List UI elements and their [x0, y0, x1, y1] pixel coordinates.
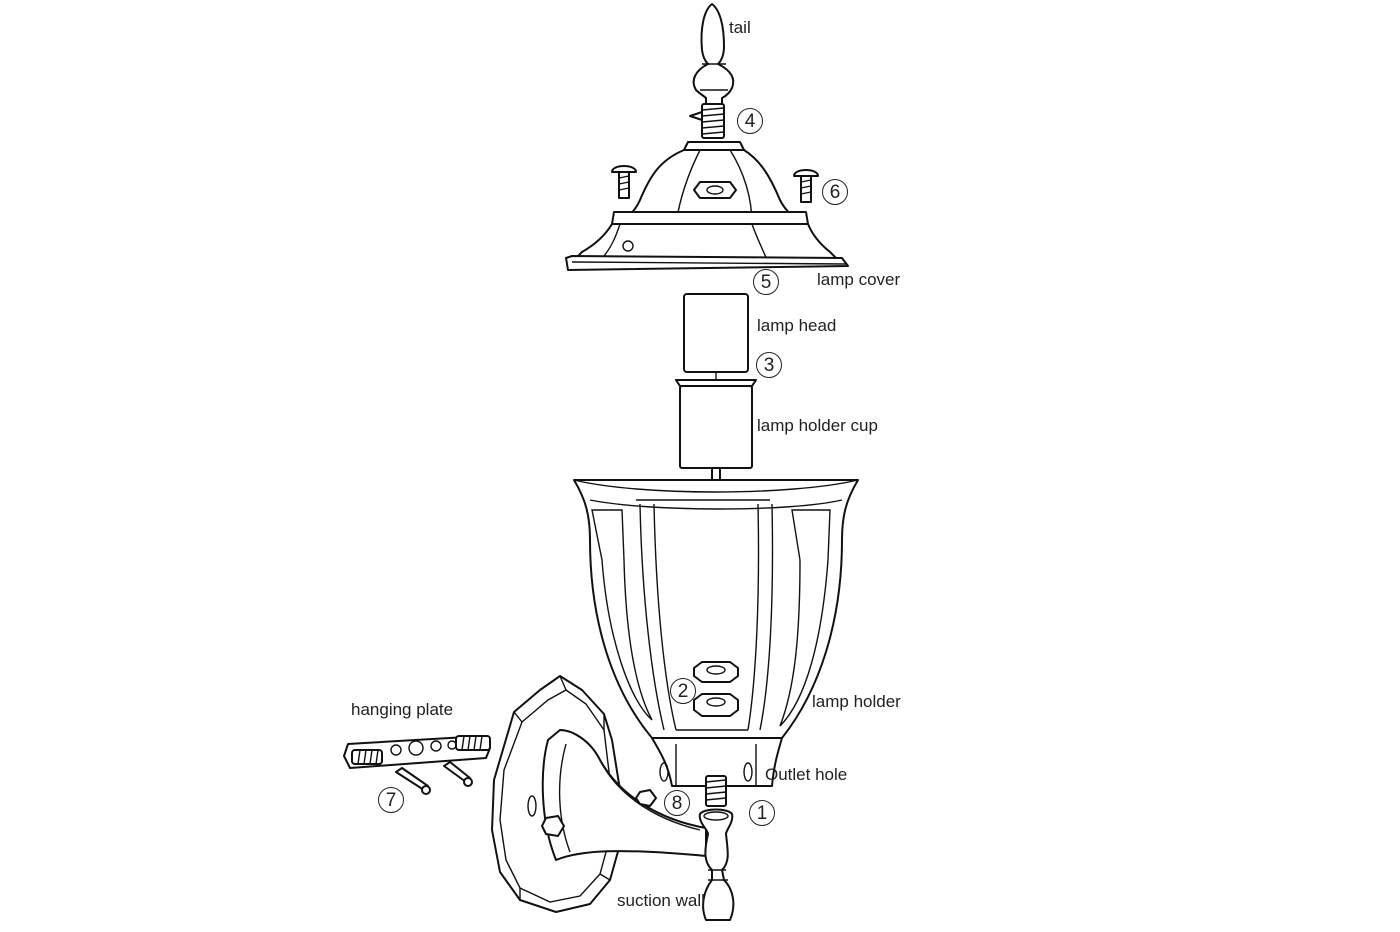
label-lamp-holder-cup: lamp holder cup	[757, 416, 878, 435]
label-suction-wall: suction wall	[617, 891, 705, 910]
marker-1: 1	[749, 800, 775, 826]
tail-screw	[689, 103, 725, 139]
cover-bolt-right	[793, 169, 819, 203]
marker-6: 6	[822, 179, 848, 205]
label-hanging-plate: hanging plate	[351, 700, 454, 719]
tail-part	[692, 3, 735, 105]
lamp-cover-part	[565, 141, 849, 271]
lamp-holder-cup-part	[675, 379, 757, 469]
lamp-head-part	[683, 293, 749, 380]
lantern-body-part	[573, 479, 859, 787]
label-outlet-hole: Outlet hole	[765, 765, 848, 784]
label-tail: tail	[729, 18, 751, 37]
outlet-screw	[705, 775, 727, 807]
marker-7: 7	[378, 787, 404, 813]
label-lamp-head: lamp head	[757, 316, 837, 335]
label-lamp-holder: lamp holder	[812, 692, 901, 711]
lamp-holder-nuts	[693, 661, 739, 717]
label-lamp-cover: lamp cover	[817, 270, 901, 289]
marker-3: 3	[756, 352, 782, 378]
marker-8: 8	[664, 790, 690, 816]
marker-2: 2	[670, 678, 696, 704]
marker-4: 4	[737, 108, 763, 134]
hanging-plate-part	[343, 735, 491, 795]
cover-bolt-left	[611, 165, 637, 199]
marker-5: 5	[753, 269, 779, 295]
suction-wall-part	[491, 675, 735, 921]
